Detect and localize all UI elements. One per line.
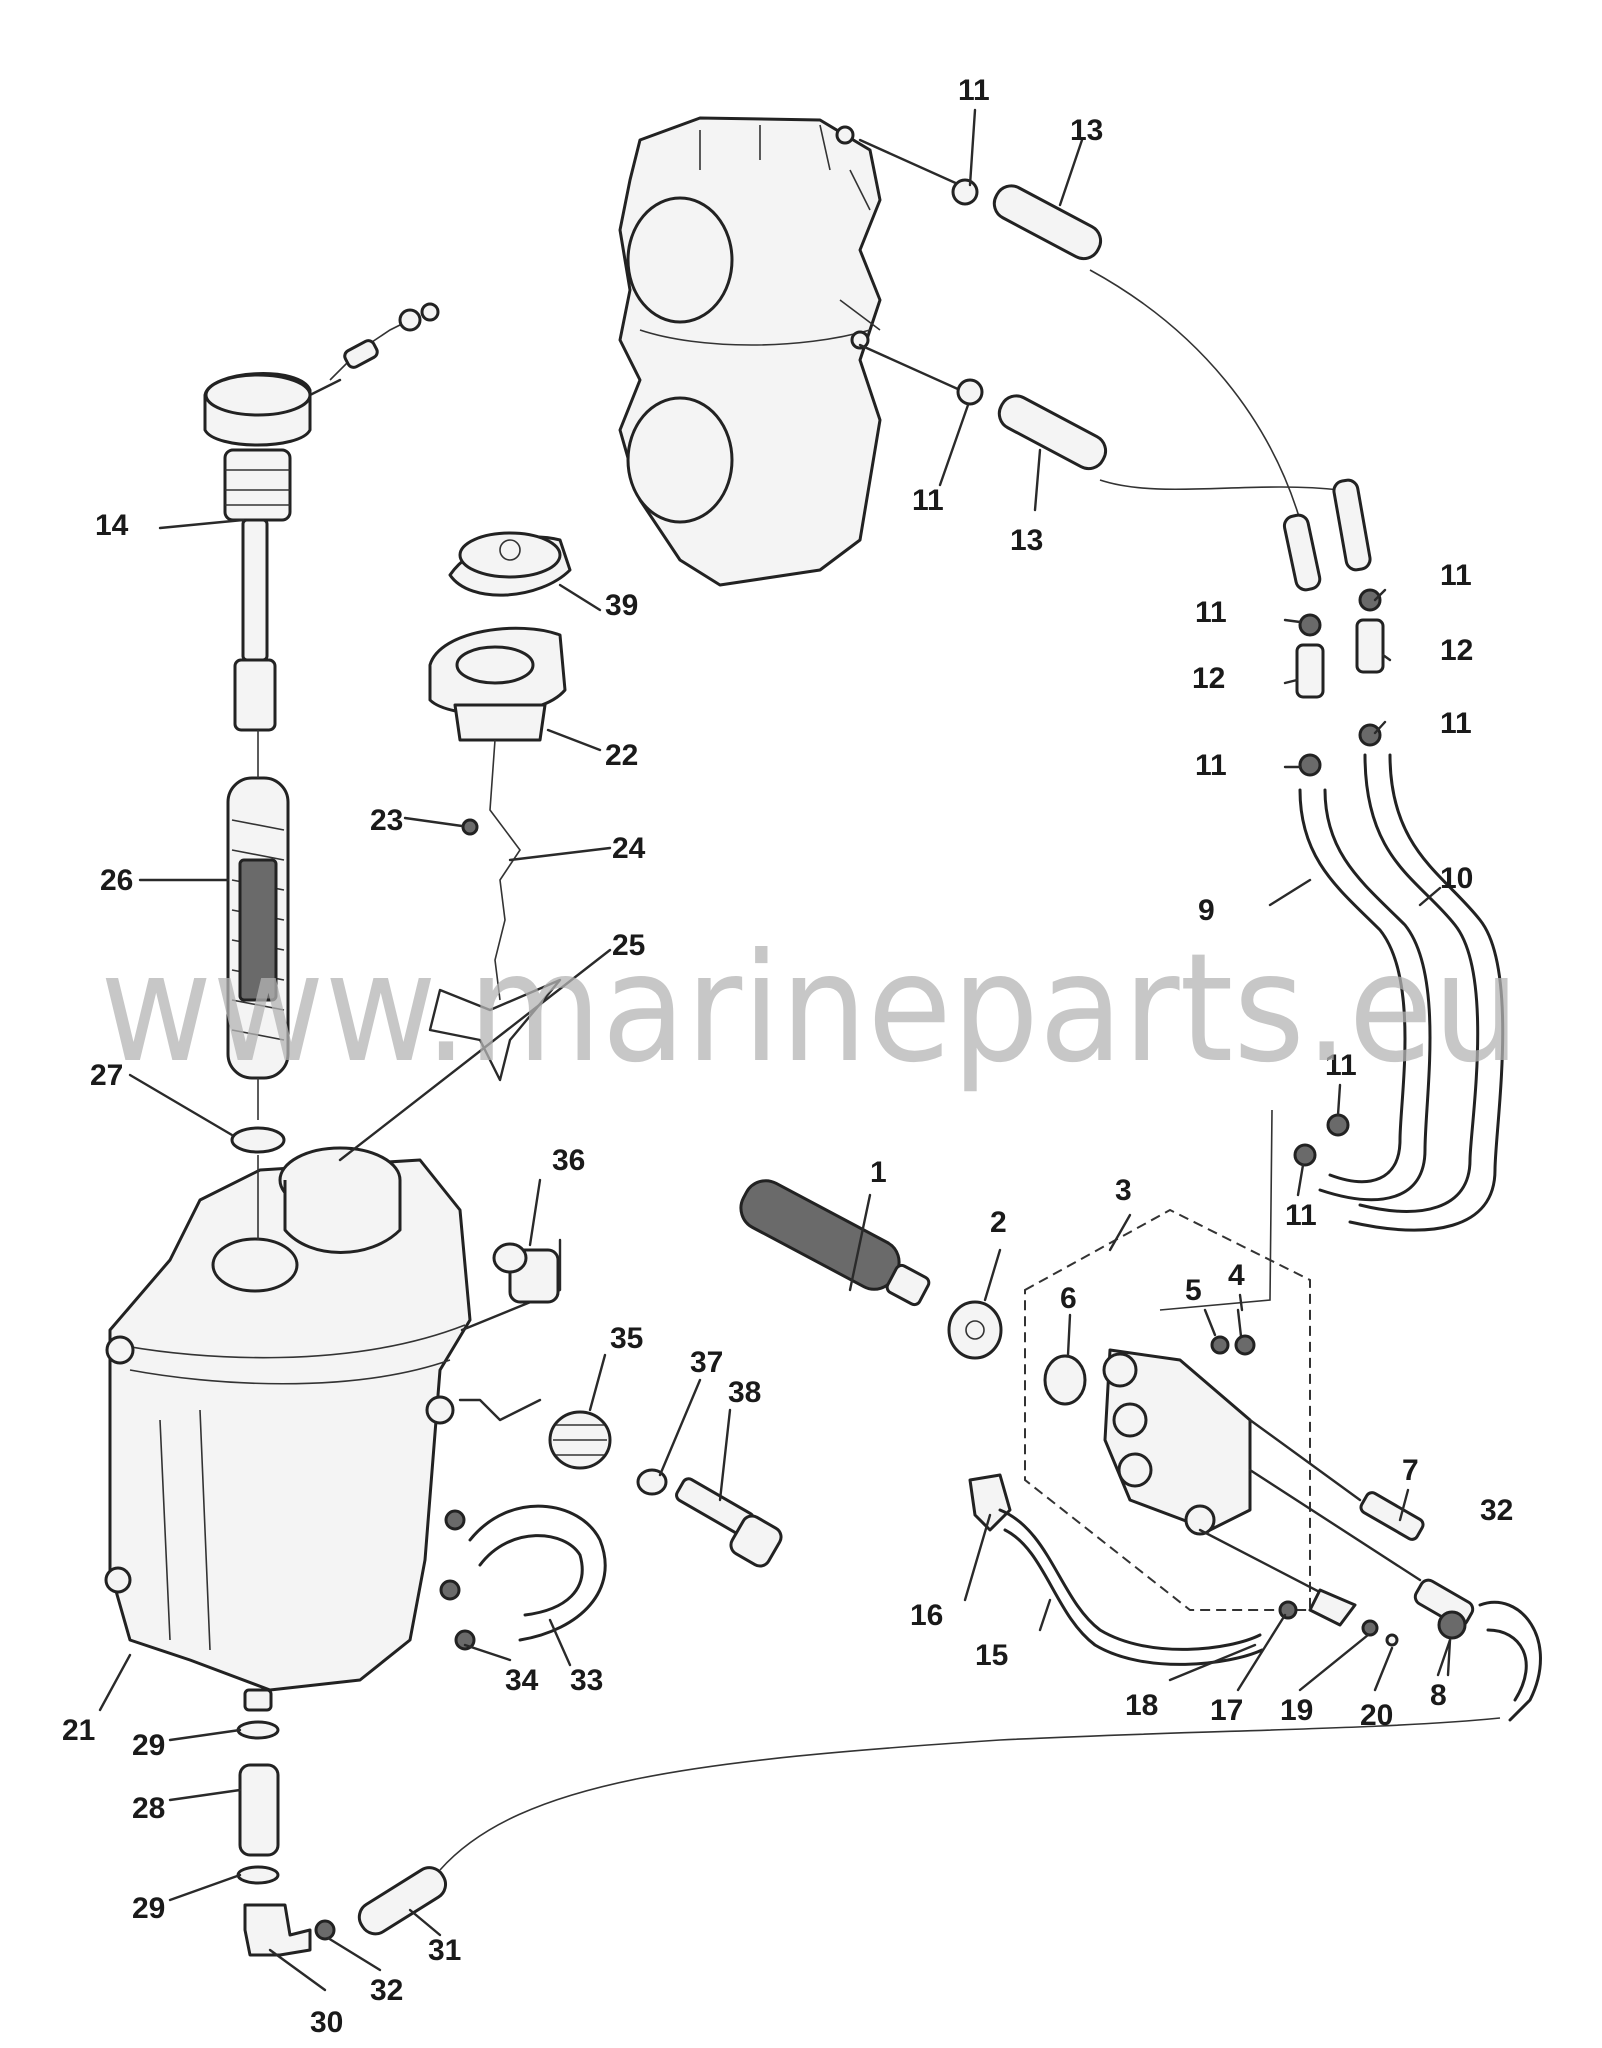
- callout-34: 34: [505, 1664, 539, 1697]
- oil-tank-drawing: [104, 1146, 562, 1712]
- oil-pump-assembly: [739, 1179, 1542, 1722]
- callout-11-r2: 11: [1195, 749, 1227, 782]
- callout-33: 33: [570, 1664, 603, 1697]
- callout-11-r5: 11: [1325, 1049, 1357, 1082]
- callout-8: 8: [1430, 1679, 1447, 1712]
- callout-22: 22: [605, 739, 638, 772]
- callout-12-r2: 12: [1440, 634, 1473, 667]
- right-hoses-9-10: [1159, 478, 1505, 1311]
- callout-4: 4: [1228, 1259, 1245, 1292]
- callout-10: 10: [1440, 862, 1473, 895]
- callout-36: 36: [552, 1144, 585, 1177]
- callout-3: 3: [1115, 1174, 1132, 1207]
- callout-13-top: 13: [1070, 114, 1103, 147]
- callout-11-top: 11: [958, 74, 990, 107]
- callout-24: 24: [612, 832, 646, 865]
- watermark-text: www.marineparts.eu: [100, 922, 1520, 1096]
- engine-block-drawing: [618, 116, 962, 587]
- callout-27: 27: [90, 1059, 123, 1092]
- callout-21: 21: [62, 1714, 95, 1747]
- callout-16: 16: [910, 1599, 943, 1632]
- callout-14: 14: [95, 509, 129, 542]
- level-sensor-and-filter: [203, 302, 440, 1240]
- callout-29-bottom: 29: [132, 1892, 165, 1925]
- callout-11-r1: 11: [1195, 596, 1227, 629]
- hose-15-assembly: [968, 1473, 1264, 1666]
- callout-25: 25: [612, 929, 645, 962]
- callout-32-right: 32: [1480, 1494, 1513, 1527]
- callout-2: 2: [990, 1206, 1007, 1239]
- filler-cap-group: [428, 531, 572, 1082]
- callout-17: 17: [1210, 1694, 1243, 1727]
- tank-bottom-fittings: [236, 1717, 1501, 1957]
- callout-37: 37: [690, 1346, 723, 1379]
- callout-19: 19: [1280, 1694, 1313, 1727]
- callout-20: 20: [1360, 1699, 1393, 1732]
- callout-12-r1: 12: [1192, 662, 1225, 695]
- callout-38: 38: [728, 1376, 761, 1409]
- callout-11-r4: 11: [1440, 707, 1472, 740]
- callout-13-mid: 13: [1010, 524, 1043, 557]
- callout-35: 35: [610, 1322, 643, 1355]
- callout-labels: 11 13 11 13 11 12 11 11 12 11 9 10 11 11…: [62, 74, 1513, 2039]
- callout-1: 1: [870, 1156, 887, 1189]
- callout-11-r6: 11: [1285, 1199, 1317, 1232]
- callout-29-top: 29: [132, 1729, 165, 1762]
- upper-hoses-13: [951, 178, 1361, 521]
- callout-26: 26: [100, 864, 133, 897]
- leader-lines: [98, 108, 1452, 1992]
- callout-7: 7: [1402, 1454, 1419, 1487]
- callout-30: 30: [310, 2006, 343, 2039]
- callout-6: 6: [1060, 1282, 1077, 1315]
- tank-side-fittings: [439, 1242, 783, 1651]
- callout-18: 18: [1125, 1689, 1158, 1722]
- callout-32-bottom: 32: [370, 1974, 403, 2007]
- callout-9: 9: [1198, 894, 1215, 927]
- callout-23: 23: [370, 804, 403, 837]
- callout-39: 39: [605, 589, 638, 622]
- callout-11-mid: 11: [912, 484, 944, 517]
- callout-28: 28: [132, 1792, 165, 1825]
- callout-15: 15: [975, 1639, 1008, 1672]
- callout-31: 31: [428, 1934, 461, 1967]
- callout-5: 5: [1185, 1274, 1202, 1307]
- callout-11-r3: 11: [1440, 559, 1472, 592]
